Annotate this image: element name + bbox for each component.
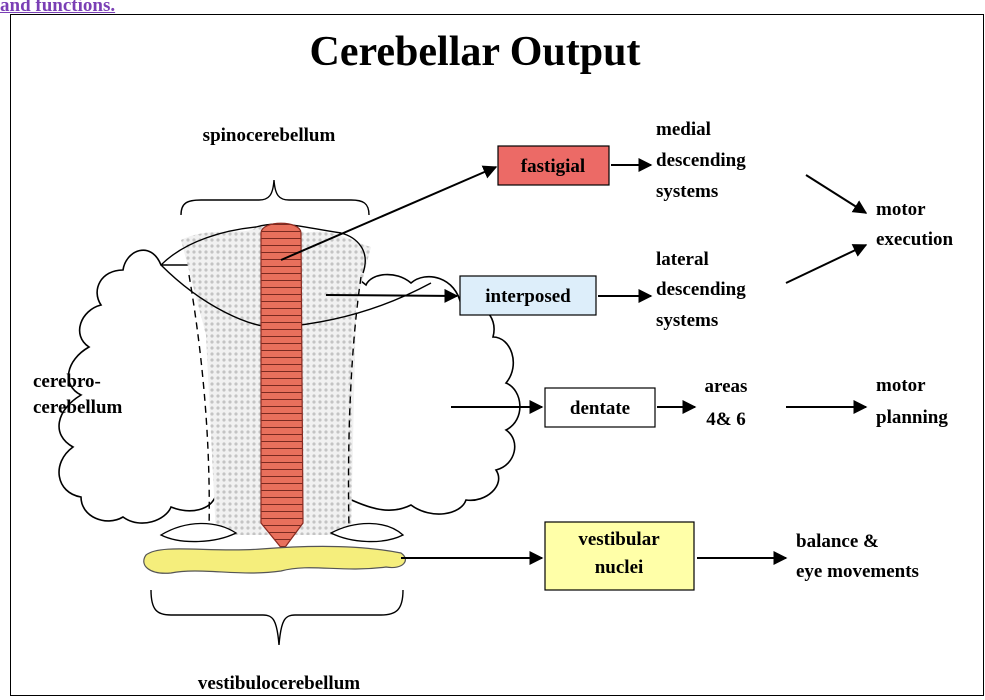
fastigial-label: fastigial: [521, 156, 585, 177]
arrow-vermis-to-fastigial: [281, 167, 496, 260]
dentate-label: dentate: [570, 398, 630, 419]
cerebrocerebellum-label-line1: cerebro-: [33, 371, 101, 392]
medial-line2: descending: [656, 150, 746, 171]
medial-line1: medial: [656, 119, 711, 140]
interposed-label: interposed: [485, 286, 571, 307]
diagram-title: Cerebellar Output: [310, 29, 641, 75]
cerebrocerebellum-label-line2: cerebellum: [33, 397, 123, 418]
arrow-lateral-to-execution: [786, 245, 866, 283]
vestibular-label-line2: nuclei: [595, 557, 644, 578]
balance-line1: balance &: [796, 531, 879, 552]
spinocerebellum-brace: [181, 180, 369, 215]
vestibulocerebellum-label: vestibulocerebellum: [198, 673, 360, 694]
areas-line1: areas: [705, 376, 748, 397]
arrow-medial-to-execution: [806, 175, 866, 213]
motor-execution-line1: motor: [876, 199, 926, 220]
motor-planning-line1: motor: [876, 375, 926, 396]
lateral-line1: lateral: [656, 249, 709, 270]
medial-line3: systems: [656, 181, 718, 202]
cerebellar-output-diagram: Cerebellar Output spinocerebellum cerebr…: [11, 15, 983, 695]
motor-planning-line2: planning: [876, 407, 948, 428]
diagram-frame: Cerebellar Output spinocerebellum cerebr…: [10, 14, 984, 696]
vermis: [261, 223, 303, 550]
spinocerebellum-label: spinocerebellum: [203, 125, 336, 146]
areas-line2: 4& 6: [706, 409, 746, 430]
balance-line2: eye movements: [796, 561, 919, 582]
vestibular-label-line1: vestibular: [578, 529, 660, 550]
motor-execution-line2: execution: [876, 229, 953, 250]
lateral-line2: descending: [656, 279, 746, 300]
vestibulocerebellum-brace: [151, 590, 403, 645]
arrow-paravermis-to-interposed: [326, 295, 457, 296]
lateral-line3: systems: [656, 310, 718, 331]
flocculonodular-lobe: [144, 546, 406, 573]
